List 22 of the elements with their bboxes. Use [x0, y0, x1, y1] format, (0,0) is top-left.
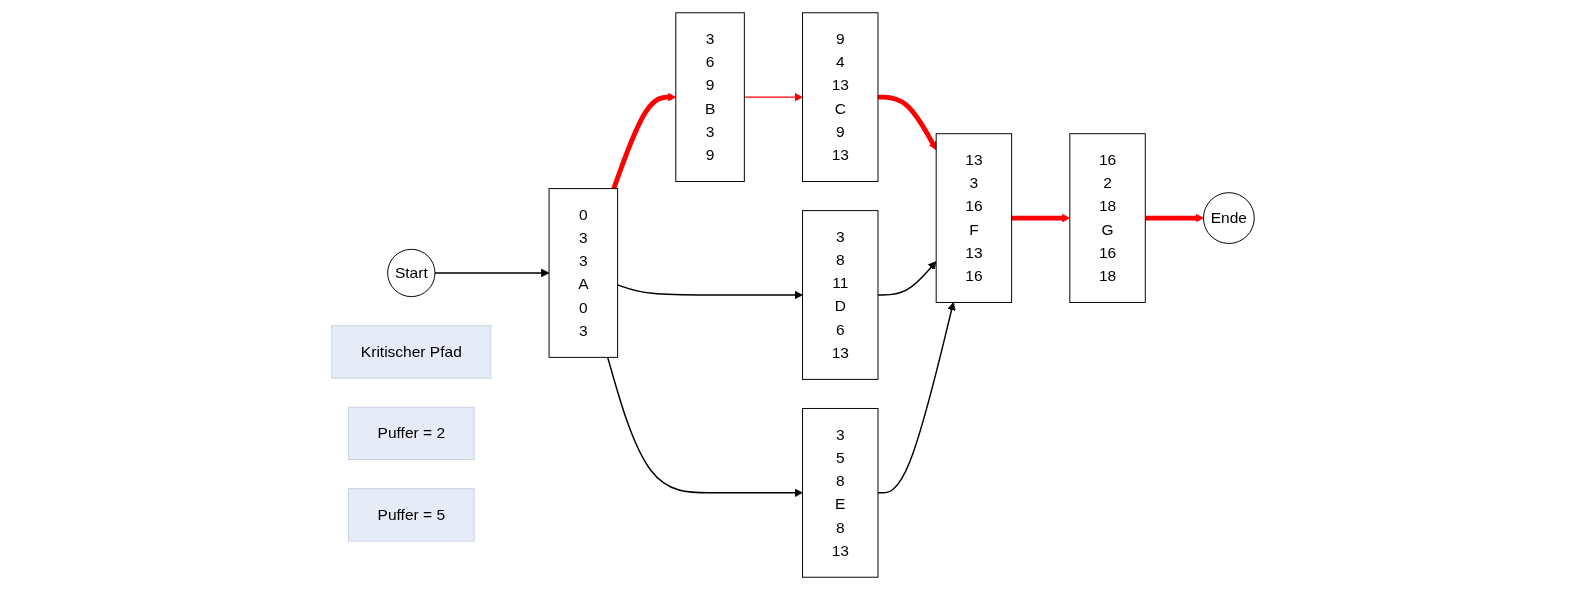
node-box: 0 3 3 A 0 3: [548, 187, 619, 358]
node-box: 3 8 11 D 6 13: [802, 209, 879, 380]
arrow: [1011, 213, 1071, 222]
node-box: 3 6 9 B 3 9: [675, 11, 745, 182]
arrow: [877, 301, 956, 494]
node-box: 13 3 16 F 13 16: [935, 132, 1013, 303]
arrow: [434, 268, 550, 277]
arrow: [877, 94, 937, 150]
node-box: 3 5 8 E 8 13: [802, 407, 879, 578]
node-box: Kritischer Pfad: [331, 324, 492, 379]
arrow: [616, 283, 803, 299]
arrow: [743, 92, 803, 101]
node-box: 16 2 18 G 16 18: [1069, 132, 1146, 303]
arrow: [877, 260, 937, 296]
arrow: [611, 92, 677, 189]
node-box: Puffer = 5: [348, 487, 475, 542]
node-box: 9 4 13 C 9 13: [802, 11, 879, 182]
node-circle: Ende: [1202, 191, 1255, 244]
arrow: [1145, 213, 1204, 222]
node-circle: Start: [387, 248, 436, 297]
arrow: [606, 356, 803, 497]
node-box: Puffer = 2: [348, 406, 475, 460]
